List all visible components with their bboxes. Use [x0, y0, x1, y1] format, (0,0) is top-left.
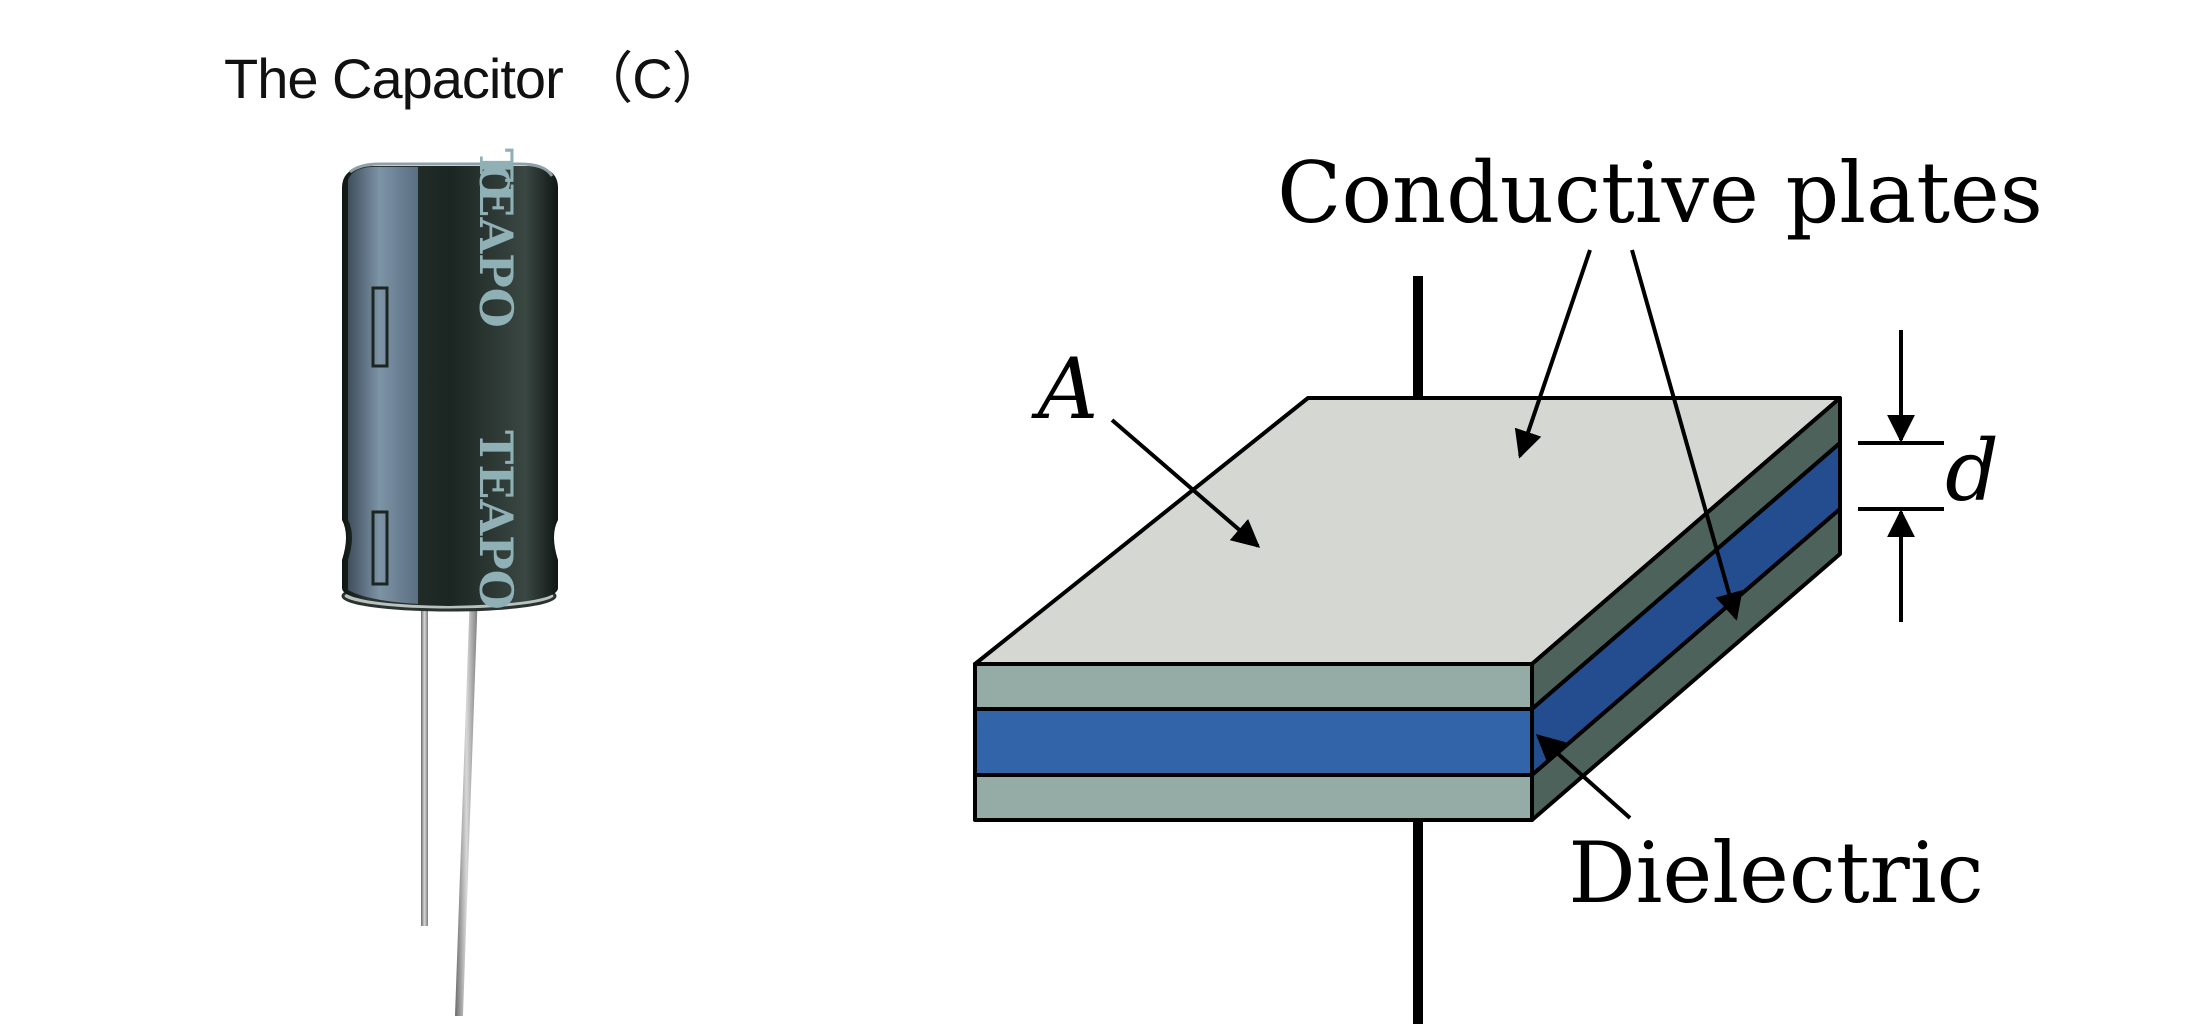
label-distance: d: [1945, 422, 1999, 520]
capacitor-lead-left: [421, 592, 428, 926]
minus-marking: [371, 286, 389, 368]
arrow-plates-bottom: [1630, 249, 1743, 621]
brand-label-top: TEAPO: [469, 148, 523, 328]
arrow-plates-top: [1514, 249, 1592, 459]
arrow-dielectric: [1535, 734, 1632, 820]
label-area: A: [1031, 340, 1099, 438]
label-dielectric: Dielectric: [1568, 824, 1983, 922]
arrow-area: [1110, 418, 1261, 548]
spacing-indicator: [1858, 330, 1944, 622]
svg-text:O: O: [470, 165, 517, 200]
dielectric-front: [973, 707, 1534, 777]
capacitor-lead-right: [455, 590, 478, 1016]
label-conductive-plates: Conductive plates: [1277, 144, 2043, 242]
capacitor-brand-print: TEAPO TEAPO O: [469, 148, 523, 610]
bottom-plate-front: [973, 773, 1534, 822]
brand-label-bottom: TEAPO: [469, 430, 523, 610]
minus-marking: [371, 510, 389, 586]
top-plate-front: [973, 662, 1534, 711]
figure-title: The Capacitor （C）: [224, 47, 728, 110]
parallel-plate-diagram: [973, 249, 1944, 1024]
electrolytic-capacitor-photo: TEAPO TEAPO O: [341, 148, 558, 1016]
capacitor-polarity-stripe: [348, 167, 418, 604]
